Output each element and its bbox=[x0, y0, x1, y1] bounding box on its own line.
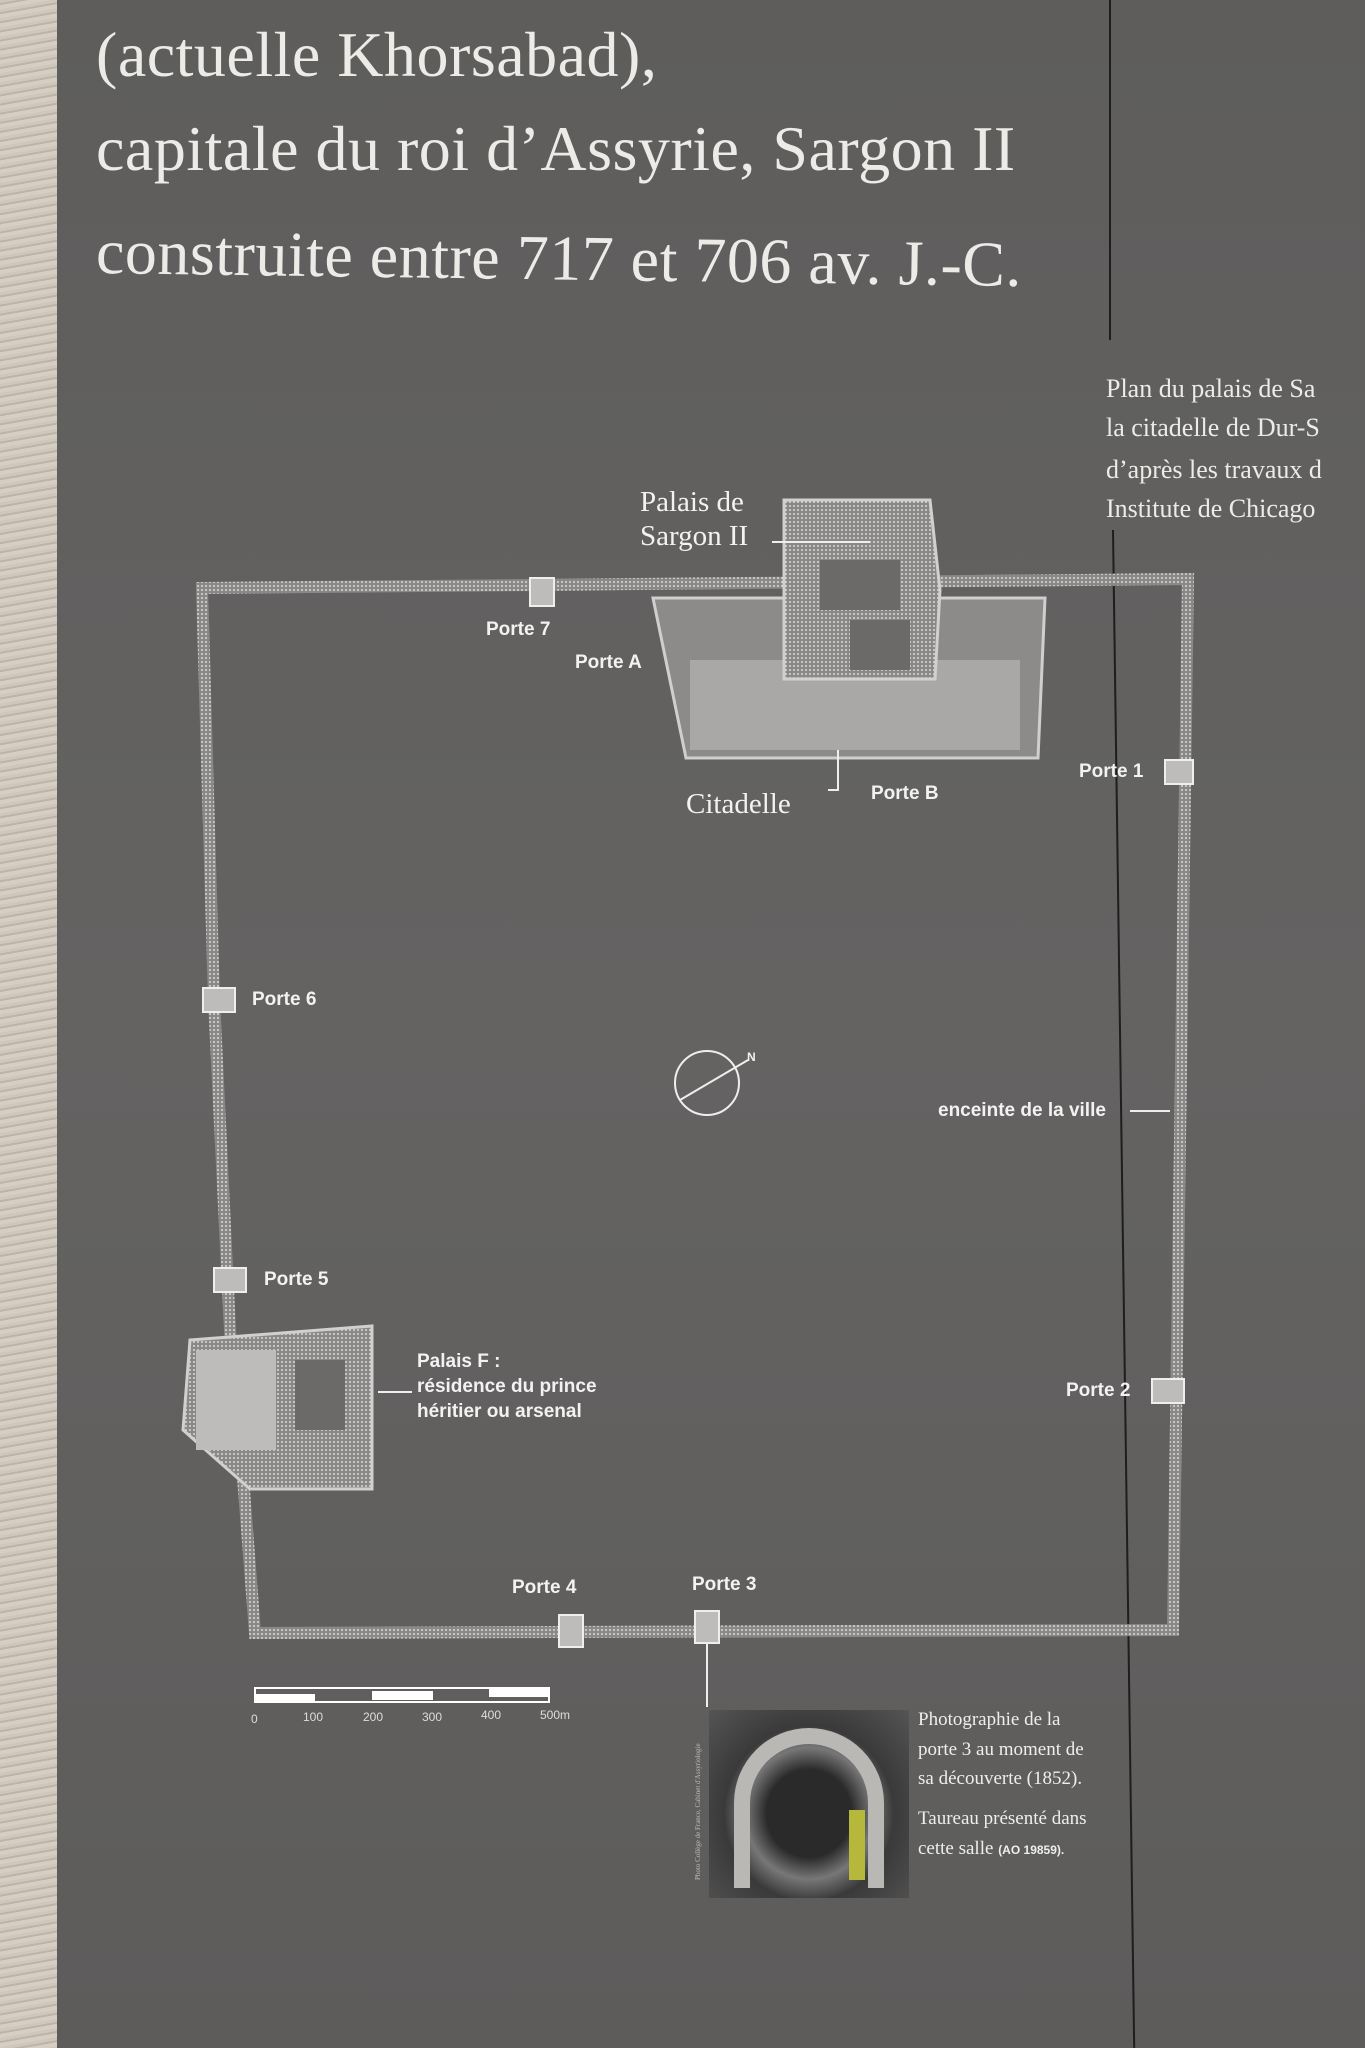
scale-tick: 300 bbox=[422, 1710, 443, 1724]
photo-note: Taureau présenté dans bbox=[918, 1808, 1087, 1829]
label-porte-4: Porte 4 bbox=[512, 1577, 577, 1598]
label-porte-1: Porte 1 bbox=[1079, 761, 1144, 782]
side-caption-line: d’après les travaux d bbox=[1106, 455, 1322, 484]
label-porte-a: Porte A bbox=[575, 652, 642, 673]
bull-figure bbox=[849, 1810, 865, 1880]
gate-porte-7 bbox=[529, 577, 555, 607]
divider-line bbox=[1109, 0, 1111, 340]
citadel-label: Citadelle bbox=[686, 788, 791, 820]
gate-porte-2 bbox=[1151, 1378, 1185, 1404]
title-line: capitale du roi d’Assyrie, Sargon II bbox=[96, 113, 1016, 184]
photo-caption: porte 3 au moment de bbox=[918, 1739, 1084, 1760]
title-line: (actuelle Khorsabad), bbox=[96, 19, 658, 90]
gates bbox=[202, 577, 1194, 1648]
photo-note-text: cette salle bbox=[918, 1838, 994, 1859]
label-porte-2: Porte 2 bbox=[1066, 1380, 1131, 1401]
palace-label: Palais de bbox=[640, 486, 744, 518]
photo-caption: sa découverte (1852). bbox=[918, 1768, 1083, 1789]
photo-caption: Photographie de la bbox=[918, 1709, 1061, 1730]
side-caption-line: Institute de Chicago bbox=[1106, 494, 1316, 523]
museum-panel bbox=[57, 0, 1365, 2048]
porte-3-photo bbox=[709, 1710, 909, 1898]
compass-needle bbox=[679, 1059, 749, 1101]
scale-bar bbox=[254, 1687, 550, 1703]
inventory-number: (AO 19859). bbox=[998, 1843, 1065, 1857]
label-porte-5: Porte 5 bbox=[264, 1269, 329, 1290]
gate-porte-3 bbox=[694, 1610, 720, 1644]
gate-porte-4 bbox=[558, 1614, 584, 1648]
wall-background bbox=[0, 0, 57, 2048]
gate-porte-5 bbox=[213, 1267, 247, 1293]
wall-label: enceinte de la ville bbox=[938, 1100, 1106, 1121]
label-porte-7: Porte 7 bbox=[486, 619, 551, 640]
compass-icon bbox=[674, 1050, 740, 1116]
palais-f-label: Palais F : bbox=[417, 1351, 501, 1372]
side-caption-line: Plan du palais de Sa bbox=[1106, 374, 1316, 403]
scale-tick: 100 bbox=[303, 1710, 324, 1724]
palace-label: Sargon II bbox=[640, 520, 749, 552]
scale-tick: 0 bbox=[251, 1712, 258, 1726]
label-porte-b: Porte B bbox=[871, 783, 939, 804]
photo-note: cette salle (AO 19859). bbox=[918, 1837, 1064, 1862]
compass-north-label: N bbox=[747, 1050, 756, 1064]
city-wall bbox=[195, 572, 1195, 1640]
scale-tick: 500m bbox=[540, 1708, 571, 1722]
palais-f-label: résidence du prince bbox=[417, 1376, 597, 1397]
citadel-leader bbox=[828, 750, 839, 791]
scale-tick: 200 bbox=[363, 1710, 384, 1724]
label-porte-3: Porte 3 bbox=[692, 1574, 757, 1595]
scale-tick: 400 bbox=[481, 1708, 502, 1722]
palais-f-label: héritier ou arsenal bbox=[417, 1401, 582, 1422]
label-porte-6: Porte 6 bbox=[252, 989, 317, 1010]
gate-porte-6 bbox=[202, 987, 236, 1013]
side-caption-line: la citadelle de Dur-S bbox=[1106, 413, 1320, 442]
photo-credit: Photo Collège de France, Cabinet d'Assyr… bbox=[694, 1743, 702, 1880]
gate-porte-1 bbox=[1164, 759, 1194, 785]
